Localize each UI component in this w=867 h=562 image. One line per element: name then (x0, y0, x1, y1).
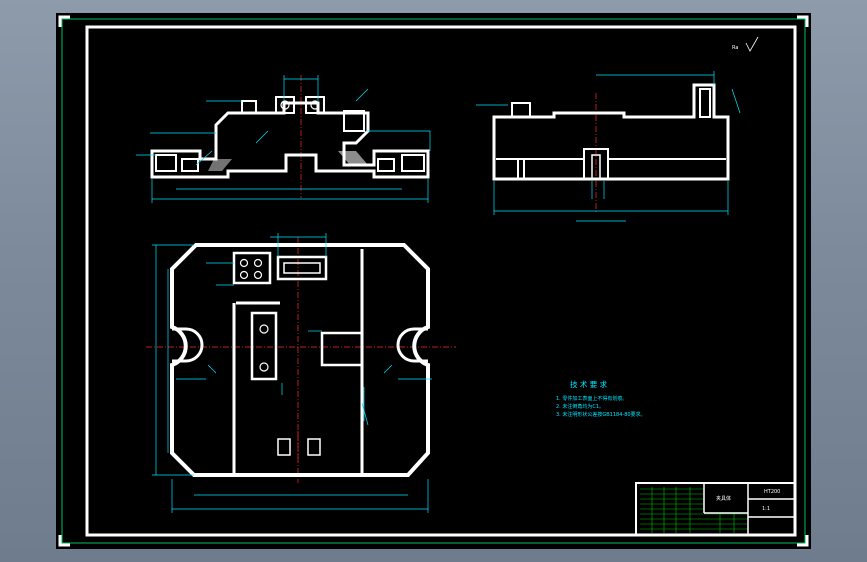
side-view (476, 71, 741, 222)
surface-symbol-label: Ra (732, 45, 738, 51)
tech-req-item-2: 2. 未注倒角均为C1。 (556, 403, 604, 410)
title-block: 夹具体 HT200 1:1 (635, 482, 796, 536)
plan-view (146, 233, 456, 513)
tech-req-heading: 技 术 要 求 (570, 379, 608, 389)
engineering-drawing: Ra (58, 15, 809, 547)
tech-req-item-1: 1. 零件加工表面上不得有划痕。 (556, 395, 627, 402)
technical-requirements: 技 术 要 求 1. 零件加工表面上不得有划痕。 2. 未注倒角均为C1。 3.… (556, 379, 646, 418)
front-section-view (136, 75, 431, 203)
outer-frame (61, 18, 806, 544)
cad-viewport[interactable]: Ra (56, 13, 811, 549)
viewport-corner-markers (58, 15, 809, 547)
title-block-scale: 1:1 (762, 506, 770, 512)
surface-roughness-note: Ra (732, 36, 759, 52)
tech-req-item-3: 3. 未注明形状公差按GB1184-80要求。 (556, 411, 646, 418)
drawing-border (85, 25, 797, 537)
title-block-material: HT200 (764, 489, 780, 495)
title-block-drawing-name: 夹具体 (716, 495, 731, 502)
